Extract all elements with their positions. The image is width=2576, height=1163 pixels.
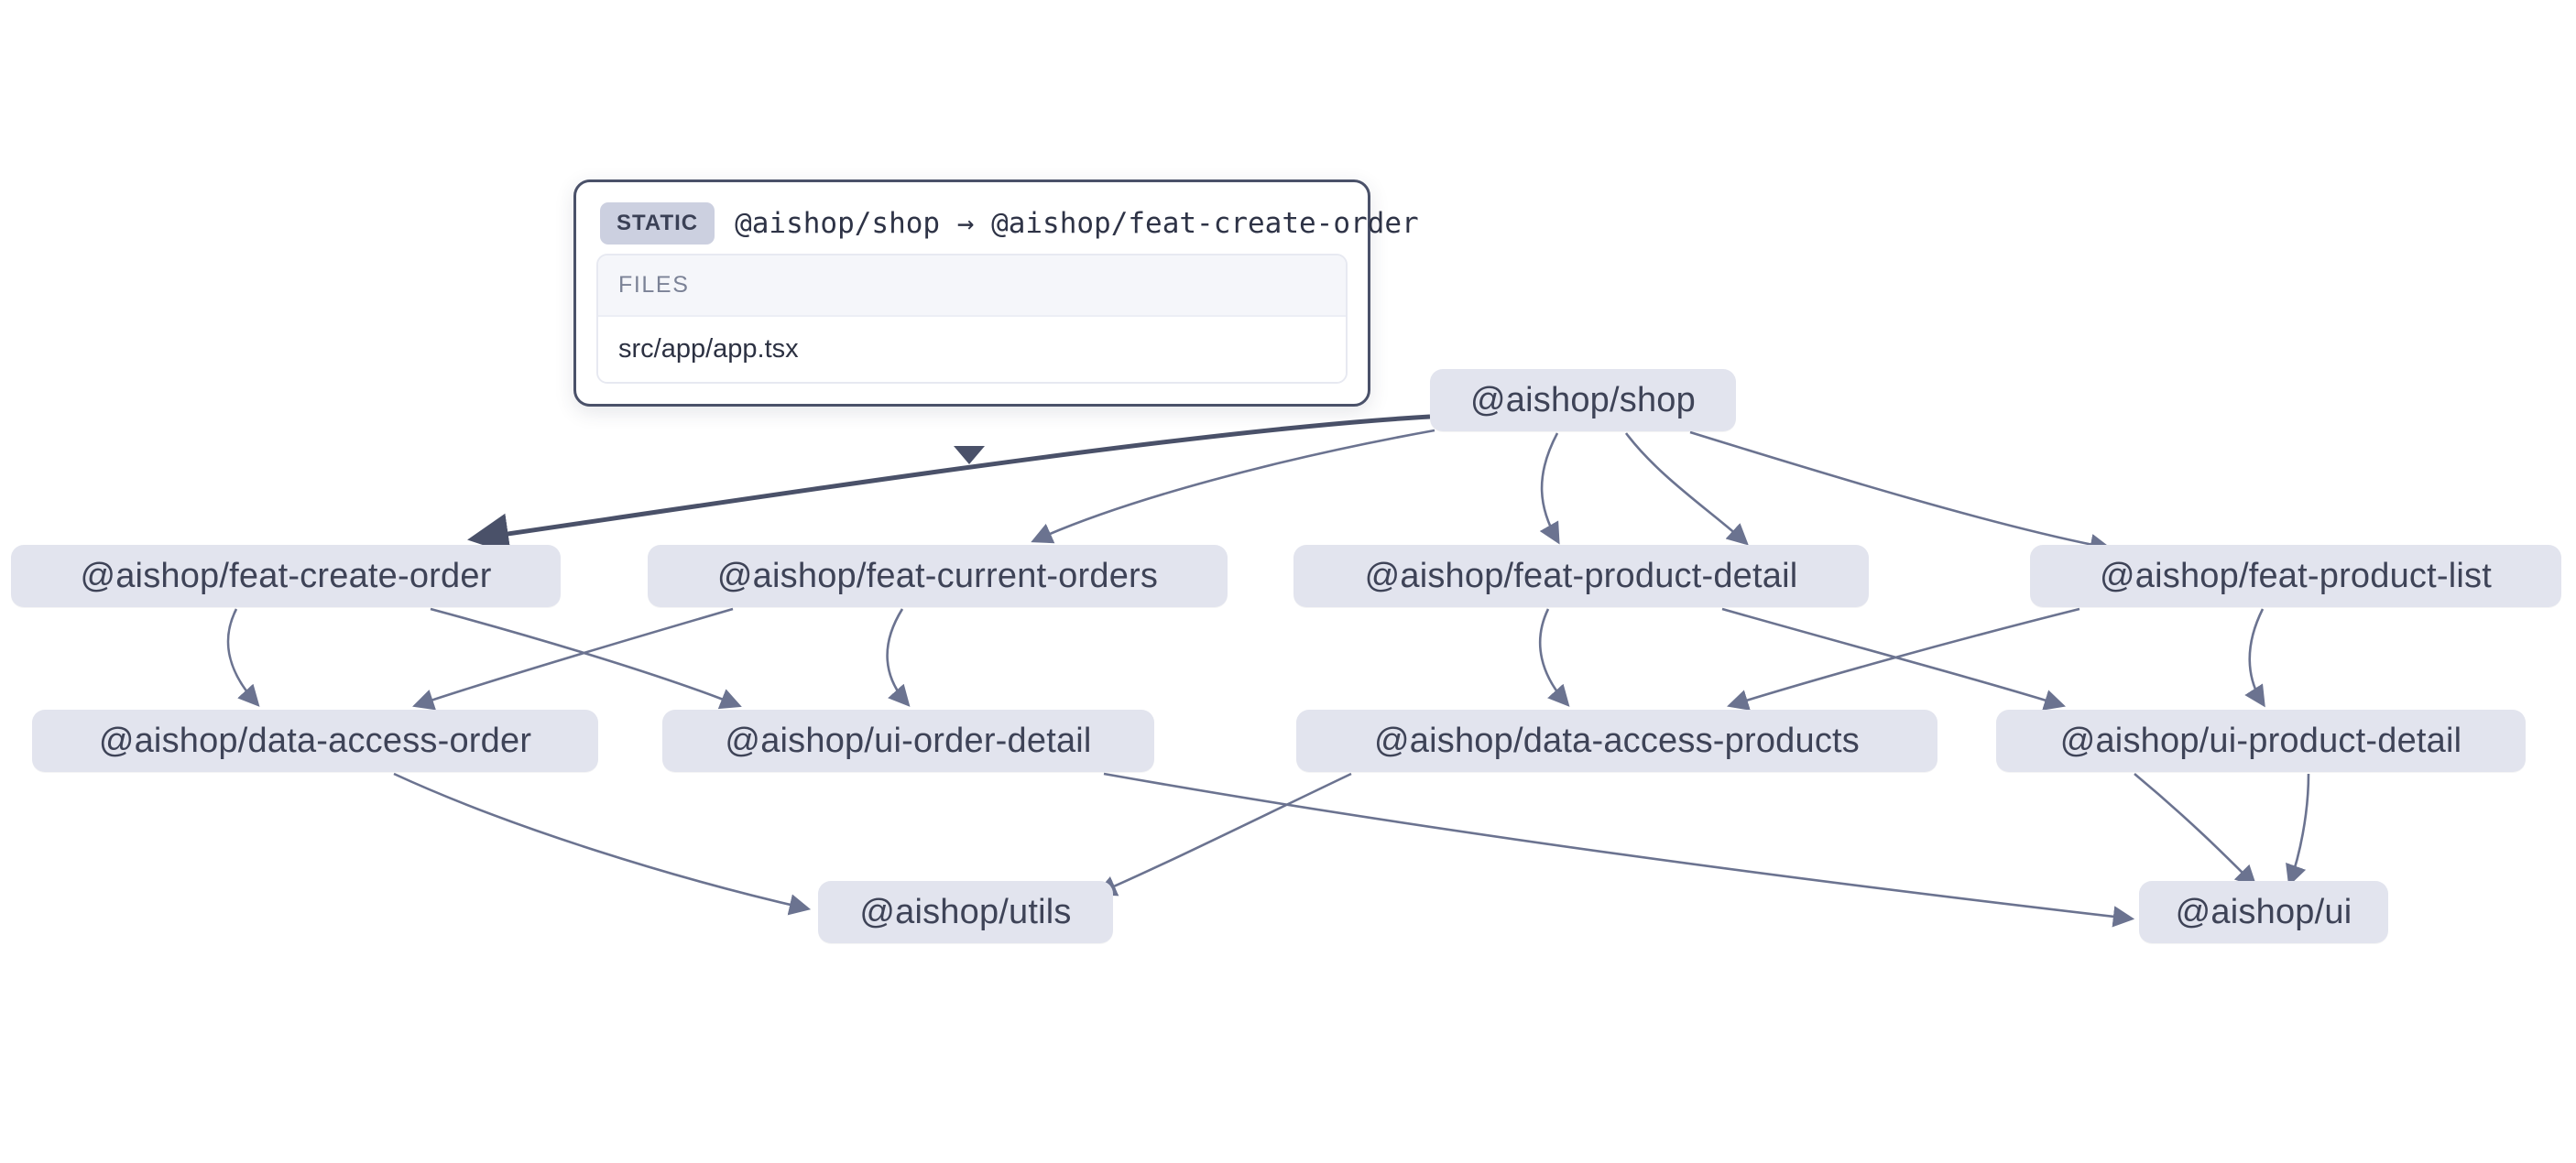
graph-node-utils[interactable]: @aishop/utils <box>818 881 1113 943</box>
graph-node-label: @aishop/feat-current-orders <box>716 556 1159 595</box>
graph-node-label: @aishop/feat-create-order <box>80 556 492 595</box>
file-row[interactable]: src/app/app.tsx <box>598 317 1346 382</box>
graph-node-data-access-order[interactable]: @aishop/data-access-order <box>32 710 598 772</box>
graph-node-label: @aishop/utils <box>859 892 1072 931</box>
graph-node-label: @aishop/data-access-products <box>1374 721 1860 760</box>
dependency-tooltip[interactable]: STATIC @aishop/shop → @aishop/feat-creat… <box>573 179 1419 407</box>
graph-edge-shop-to-feat-product-detail2[interactable] <box>1624 432 1749 546</box>
graph-edge-feat-product-list-to-ui-product-detail[interactable] <box>2244 608 2265 708</box>
graph-edge-shop-to-feat-product-detail[interactable] <box>1539 432 1560 545</box>
graph-node-ui[interactable]: @aishop/ui <box>2139 881 2388 943</box>
graph-edge-feat-product-detail-to-ui-product-detail[interactable] <box>1721 607 2066 711</box>
tooltip-header: STATIC @aishop/shop → @aishop/feat-creat… <box>596 199 1419 254</box>
graph-edge-feat-create-order-to-data-access-order[interactable] <box>226 608 260 707</box>
graph-edge-data-access-order-to-utils[interactable] <box>393 772 812 916</box>
graph-edge-shop-to-feat-create-order[interactable] <box>467 414 1431 555</box>
graph-edge-feat-current-orders-to-data-access-order[interactable] <box>412 607 734 711</box>
graph-node-data-access-products[interactable]: @aishop/data-access-products <box>1296 710 1937 772</box>
graph-node-ui-order-detail[interactable]: @aishop/ui-order-detail <box>662 710 1154 772</box>
graph-node-label: @aishop/ui <box>2175 892 2352 931</box>
graph-node-shop[interactable]: @aishop/shop <box>1430 369 1736 431</box>
static-badge: STATIC <box>600 202 715 245</box>
graph-edge-ui-product-detail-to-ui2[interactable] <box>2286 773 2310 886</box>
graph-node-feat-current-orders[interactable]: @aishop/feat-current-orders <box>648 545 1228 607</box>
graph-edge-data-access-products-to-utils[interactable] <box>1095 772 1352 897</box>
graph-node-label: @aishop/shop <box>1470 380 1696 419</box>
dependency-path-label: @aishop/shop → @aishop/feat-create-order <box>735 207 1419 240</box>
graph-edge-feat-product-detail-to-data-access-products[interactable] <box>1538 608 1570 707</box>
graph-edge-ui-product-detail-to-ui[interactable] <box>2134 773 2257 887</box>
files-header: FILES <box>598 255 1346 317</box>
graph-node-label: @aishop/ui-order-detail <box>725 721 1092 760</box>
graph-node-label: @aishop/data-access-order <box>98 721 532 760</box>
edge-group <box>226 414 2310 928</box>
graph-edge-feat-product-list-to-data-access-products[interactable] <box>1727 607 2080 711</box>
graph-edge-shop-to-feat-product-list[interactable] <box>1689 430 2112 556</box>
tooltip-pointer-icon <box>954 446 985 464</box>
graph-node-feat-product-detail[interactable]: @aishop/feat-product-detail <box>1293 545 1869 607</box>
graph-edge-feat-current-orders-to-ui-order-detail[interactable] <box>886 608 911 707</box>
graph-edge-feat-create-order-to-ui-order-detail[interactable] <box>430 607 742 710</box>
graph-node-label: @aishop/ui-product-detail <box>2059 721 2462 760</box>
graph-edge-shop-to-feat-current-orders[interactable] <box>1031 429 1435 544</box>
graph-node-label: @aishop/feat-product-detail <box>1364 556 1798 595</box>
graph-edge-ui-order-detail-to-ui[interactable] <box>1103 772 2135 928</box>
graph-node-label: @aishop/feat-product-list <box>2100 556 2492 595</box>
graph-node-feat-create-order[interactable]: @aishop/feat-create-order <box>11 545 561 607</box>
graph-node-feat-product-list[interactable]: @aishop/feat-product-list <box>2030 545 2561 607</box>
files-panel: FILES src/app/app.tsx <box>596 254 1348 384</box>
graph-node-ui-product-detail[interactable]: @aishop/ui-product-detail <box>1996 710 2526 772</box>
